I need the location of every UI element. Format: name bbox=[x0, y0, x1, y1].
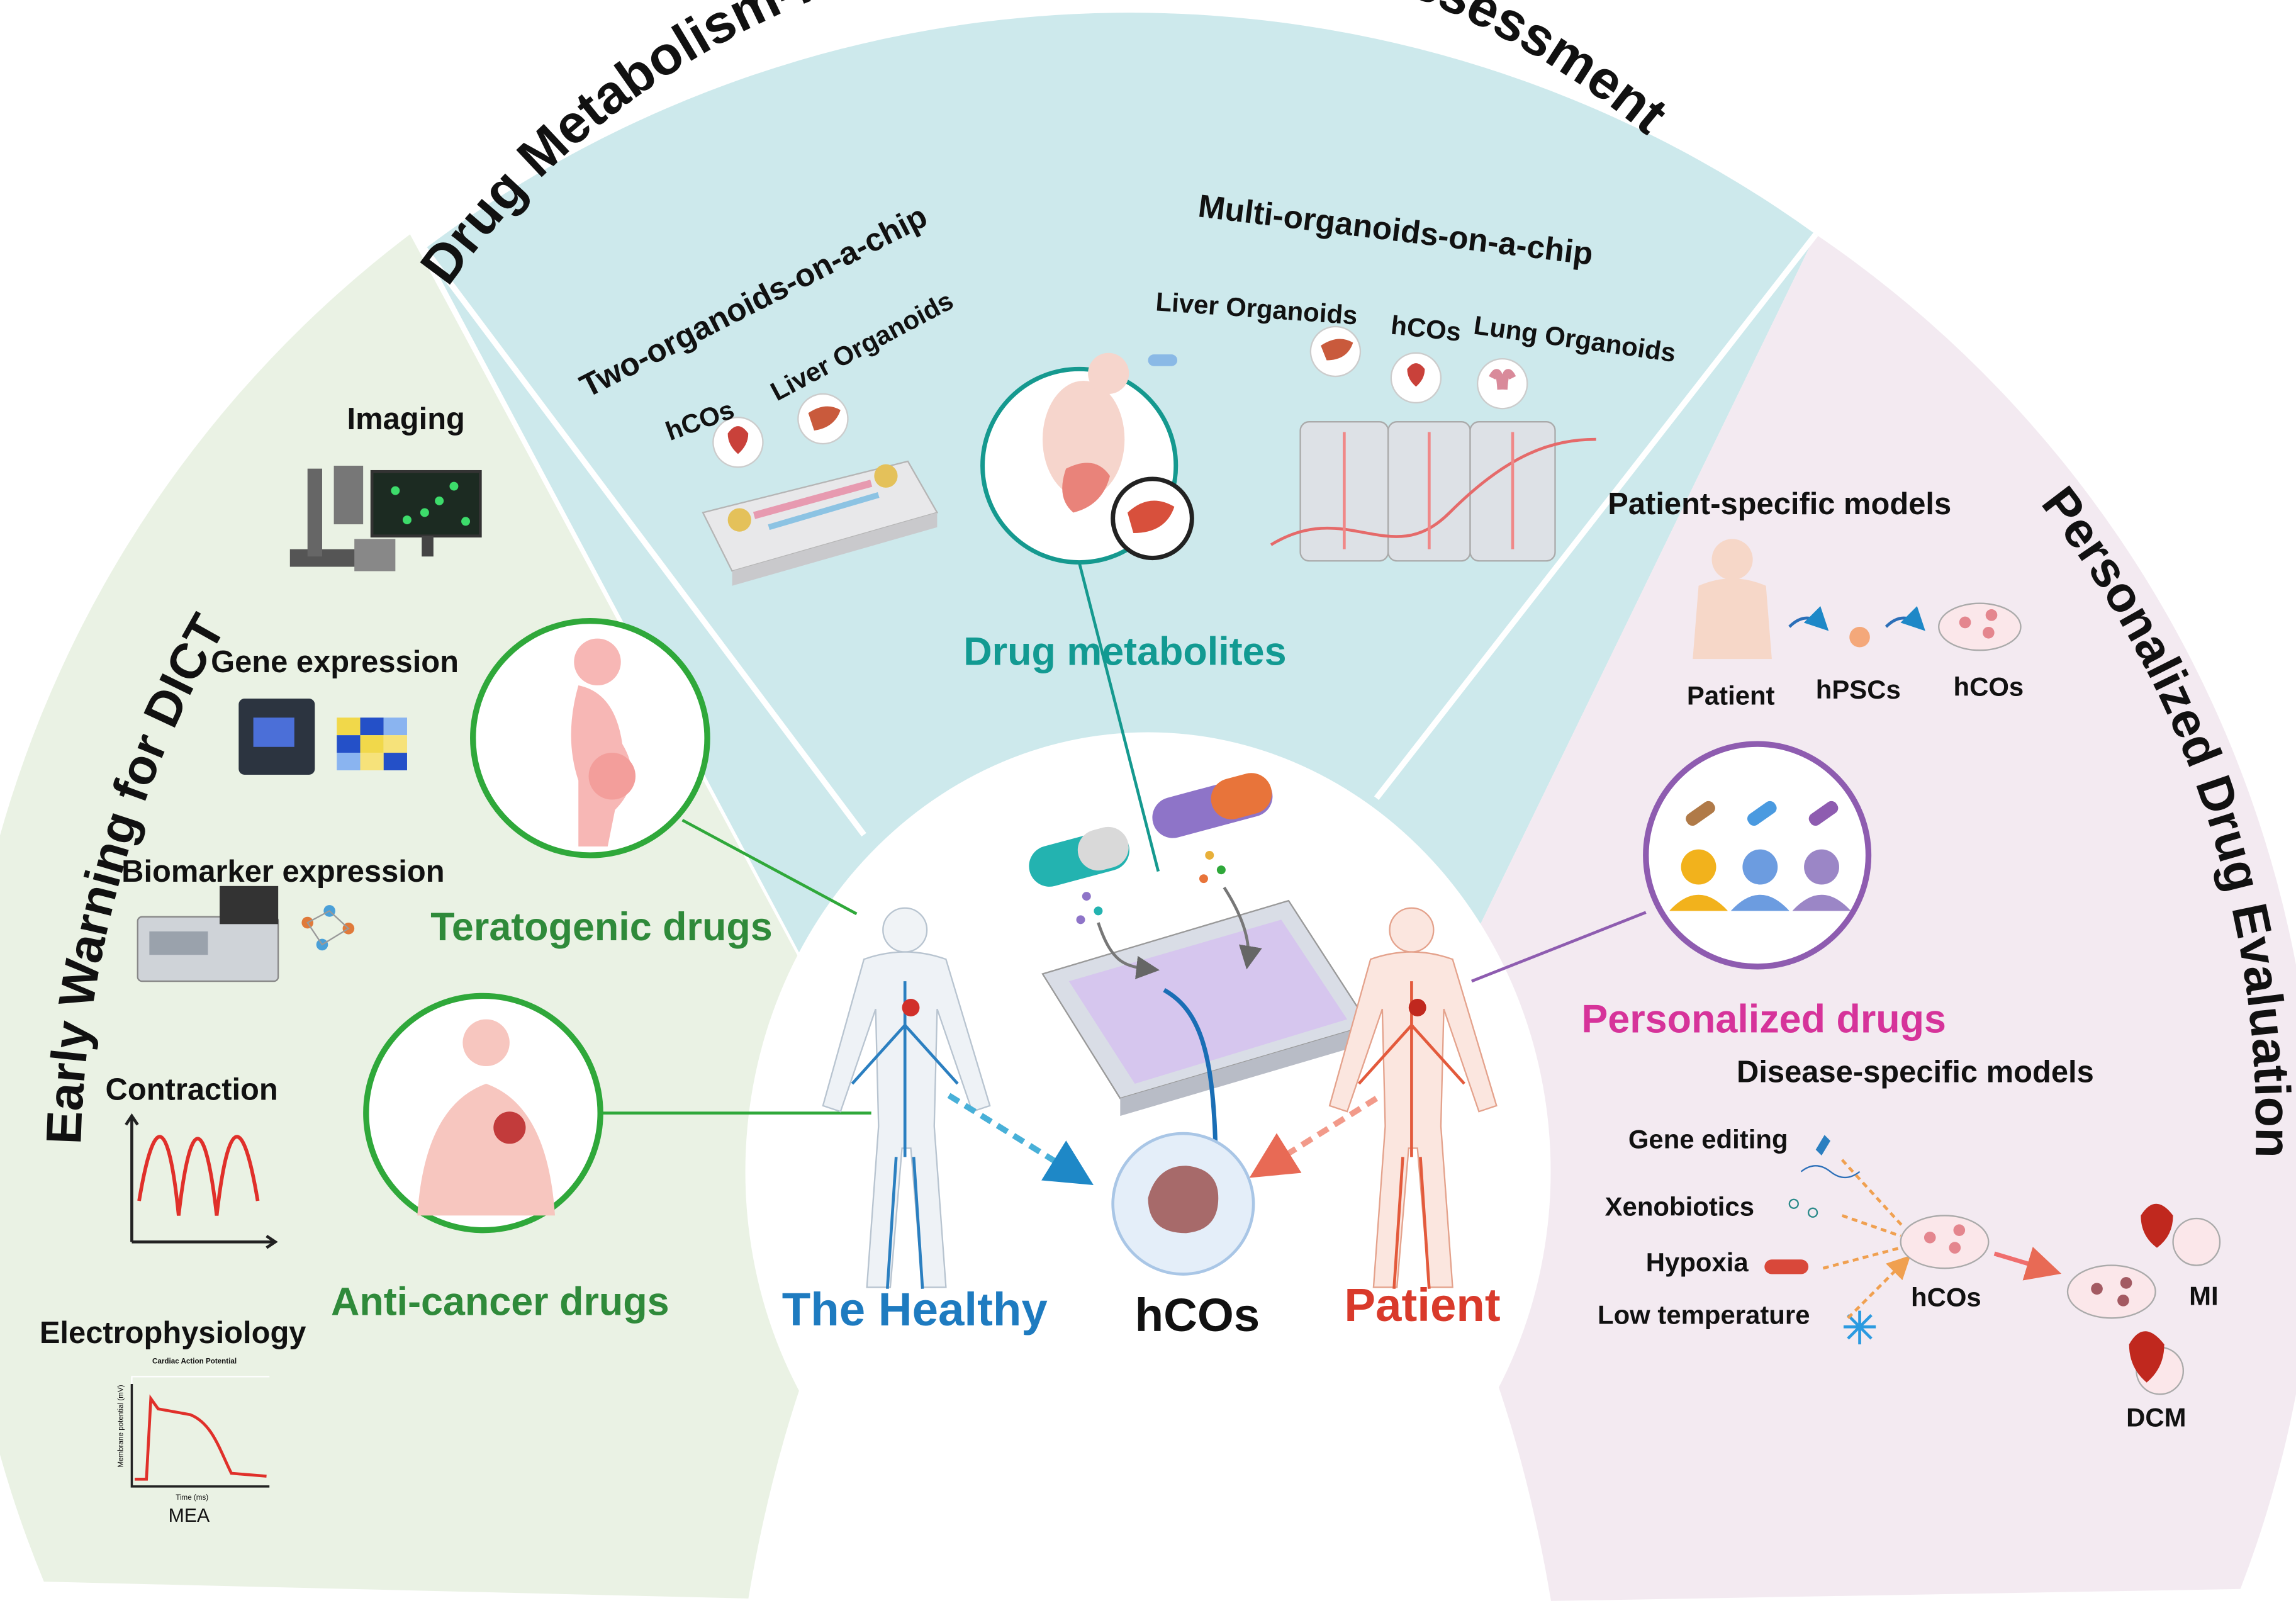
healthy-label: The Healthy bbox=[781, 1283, 1048, 1336]
pregnant-woman-icon bbox=[470, 617, 858, 916]
pill-capsule-icon bbox=[1029, 773, 1273, 925]
lab-analyzer-icon bbox=[137, 886, 279, 982]
personalized-drugs-label: Personalized drugs bbox=[1581, 997, 1947, 1042]
core-hcos-label: hCOs bbox=[1134, 1288, 1260, 1342]
method-gene-expression-label: Gene expression bbox=[211, 646, 459, 680]
disease-gene-editing-label: Gene editing bbox=[1628, 1125, 1788, 1154]
disease-xenobiotics-label: Xenobiotics bbox=[1604, 1192, 1755, 1222]
method-biomarker-label: Biomarker expression bbox=[121, 855, 445, 889]
two-organoids-chip-icon bbox=[702, 393, 939, 586]
mea-label: MEA bbox=[168, 1504, 210, 1526]
well-plate-icon bbox=[1041, 886, 1370, 1143]
method-imaging-label: Imaging bbox=[347, 402, 465, 437]
flow-patient-label: Patient bbox=[1686, 681, 1775, 711]
disease-specific-flow bbox=[1764, 1135, 2221, 1395]
patient-label: Patient bbox=[1344, 1278, 1501, 1332]
human-torso-icon bbox=[363, 992, 871, 1234]
mea-xlabel: Time (ms) bbox=[176, 1493, 209, 1503]
disease-low-temperature-label: Low temperature bbox=[1597, 1300, 1810, 1330]
disease-hcos-label: hCOs bbox=[1910, 1283, 1981, 1312]
mea-ylabel: Membrane potential (mV) bbox=[117, 1385, 126, 1468]
method-contraction-label: Contraction bbox=[105, 1073, 278, 1108]
anticancer-drugs-label: Anti-cancer drugs bbox=[330, 1279, 669, 1324]
flow-hcos-label: hCOs bbox=[1953, 672, 2024, 702]
people-group-icon bbox=[1470, 741, 1872, 983]
heatmap-icon bbox=[337, 717, 407, 771]
multi-organoids-chip-icon bbox=[1270, 325, 1596, 562]
patient-human-figure bbox=[1249, 907, 1498, 1289]
healthy-human-figure bbox=[822, 907, 1094, 1289]
microscope-icon bbox=[289, 465, 482, 571]
disease-mi-label: MI bbox=[2189, 1281, 2219, 1311]
mea-chart-title: Cardiac Action Potential bbox=[152, 1358, 237, 1367]
drug-metabolites-label: Drug metabolites bbox=[963, 629, 1287, 674]
molecule-network-icon bbox=[301, 905, 355, 951]
teratogenic-drugs-label: Teratogenic drugs bbox=[430, 905, 773, 949]
organoid-icon bbox=[1111, 1132, 1255, 1276]
snowflake-icon bbox=[1843, 1310, 1876, 1345]
contraction-chart bbox=[125, 1113, 278, 1249]
method-electrophysiology-label: Electrophysiology bbox=[39, 1316, 306, 1351]
disease-specific-heading: Disease-specific models bbox=[1737, 1055, 2094, 1090]
digestive-system-icon bbox=[980, 352, 1194, 872]
patient-specific-heading: Patient-specific models bbox=[1608, 487, 1952, 522]
patient-specific-flow bbox=[1693, 539, 2022, 660]
flow-hpscs-label: hPSCs bbox=[1815, 675, 1901, 705]
pcr-machine-icon bbox=[238, 698, 315, 775]
disease-hypoxia-label: Hypoxia bbox=[1645, 1247, 1749, 1278]
mea-action-potential-chart bbox=[130, 1376, 270, 1488]
disease-dcm-label: DCM bbox=[2126, 1403, 2187, 1432]
